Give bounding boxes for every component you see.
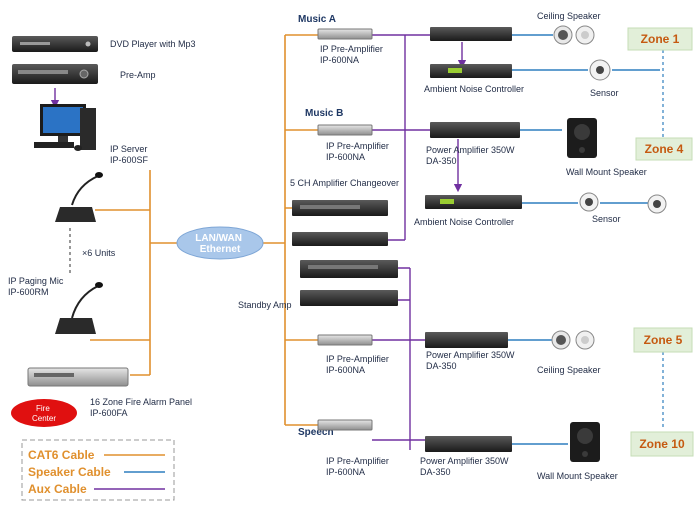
music-a-preamp xyxy=(317,28,373,40)
paging-mic-2 xyxy=(55,282,103,334)
speech-preamp xyxy=(317,419,373,431)
sensor-a-label: Sensor xyxy=(590,88,619,98)
lan-wan-ethernet xyxy=(176,226,264,260)
legend-cat6: CAT6 Cable xyxy=(28,448,95,462)
fire-center xyxy=(11,399,77,427)
paging-mic-label: IP Paging Mic IP-600RM xyxy=(8,276,66,297)
sensor-b-label: Sensor xyxy=(592,214,621,224)
standby-label: Standby Amp xyxy=(238,300,292,310)
zone-1-label: Zone 1 xyxy=(641,32,680,46)
wall-speaker-b xyxy=(567,118,597,158)
units-label: ×6 Units xyxy=(82,248,116,258)
zone-10-label: Zone 10 xyxy=(639,437,685,451)
dvd-player xyxy=(12,36,98,52)
pre-amp-c-label: IP Pre-Amplifier IP-600NA xyxy=(326,354,391,375)
fire-panel-label: 16 Zone Fire Alarm Panel IP-600FA xyxy=(90,397,195,418)
music-a-power-amp xyxy=(430,27,512,41)
changeover-label: 5 CH Amplifier Changeover xyxy=(290,178,399,188)
zone-4-label: Zone 4 xyxy=(645,142,684,156)
sensor-b xyxy=(579,192,667,214)
fire-center-label: Fire Center xyxy=(32,404,56,423)
power-amp-c-label: Power Amplifier 350W DA-350 xyxy=(426,350,517,371)
speech-title: Speech xyxy=(298,427,334,438)
pre-amp-label: Pre-Amp xyxy=(120,70,156,80)
power-amp-d xyxy=(425,436,512,452)
speech-preamp-label: IP Pre-Amplifier IP-600NA xyxy=(326,456,391,477)
anc-b xyxy=(425,195,522,209)
zone-1: Zone 1 xyxy=(627,27,693,51)
music-a-title: Music A xyxy=(298,14,336,25)
anc-b-label: Ambient Noise Controller xyxy=(414,217,514,227)
music-b-preamp xyxy=(317,124,373,136)
power-amp-d-label: Power Amplifier 350W DA-350 xyxy=(420,456,511,477)
changeover-unit xyxy=(292,200,388,216)
pre-amp xyxy=(12,64,98,84)
legend-aux: Aux Cable xyxy=(28,482,87,496)
music-a-preamp-label: IP Pre-Amplifier IP-600NA xyxy=(320,44,385,65)
music-b-power-amp xyxy=(430,122,520,138)
ip-server xyxy=(34,104,96,151)
standby-amp-2 xyxy=(300,290,398,306)
legend-speaker: Speaker Cable xyxy=(28,465,111,479)
zone-10: Zone 10 xyxy=(630,431,694,457)
power-amp-b-label: Power Amplifier 350W DA-350 xyxy=(426,145,517,166)
wall-speaker-d-label: Wall Mount Speaker xyxy=(537,471,618,481)
wall-speaker-d xyxy=(570,422,600,462)
wall-speaker-b-label: Wall Mount Speaker xyxy=(566,167,647,177)
ceiling-speaker-a xyxy=(553,25,595,45)
standby-amp-1 xyxy=(300,260,398,278)
anc-a-label: Ambient Noise Controller xyxy=(424,84,524,94)
anc-a xyxy=(430,64,512,78)
pre-amp-c xyxy=(317,334,373,346)
fire-alarm-panel xyxy=(27,367,129,387)
ceiling-speaker-a-label: Ceiling Speaker xyxy=(537,11,601,21)
music-b-preamp-label: IP Pre-Amplifier IP-600NA xyxy=(326,141,391,162)
ceiling-speaker-c-label: Ceiling Speaker xyxy=(537,365,601,375)
paging-mic-1 xyxy=(55,172,103,222)
amp-unit-2 xyxy=(292,232,388,246)
zone-4: Zone 4 xyxy=(635,137,693,161)
network-label: LAN/WAN Ethernet xyxy=(195,233,244,255)
music-b-title: Music B xyxy=(305,108,343,119)
zone-5-label: Zone 5 xyxy=(644,333,683,347)
speaker-cables xyxy=(508,34,660,445)
power-amp-c xyxy=(425,332,508,348)
aux-cables xyxy=(50,34,467,450)
ceiling-speaker-c xyxy=(551,330,595,350)
cable-legend: CAT6 Cable Speaker Cable Aux Cable xyxy=(21,439,175,501)
zone-5: Zone 5 xyxy=(633,327,693,353)
sensor-a xyxy=(589,59,611,81)
dvd-label: DVD Player with Mp3 xyxy=(110,39,196,49)
ip-server-label: IP Server IP-600SF xyxy=(110,144,150,165)
cat6-cables xyxy=(90,34,318,426)
